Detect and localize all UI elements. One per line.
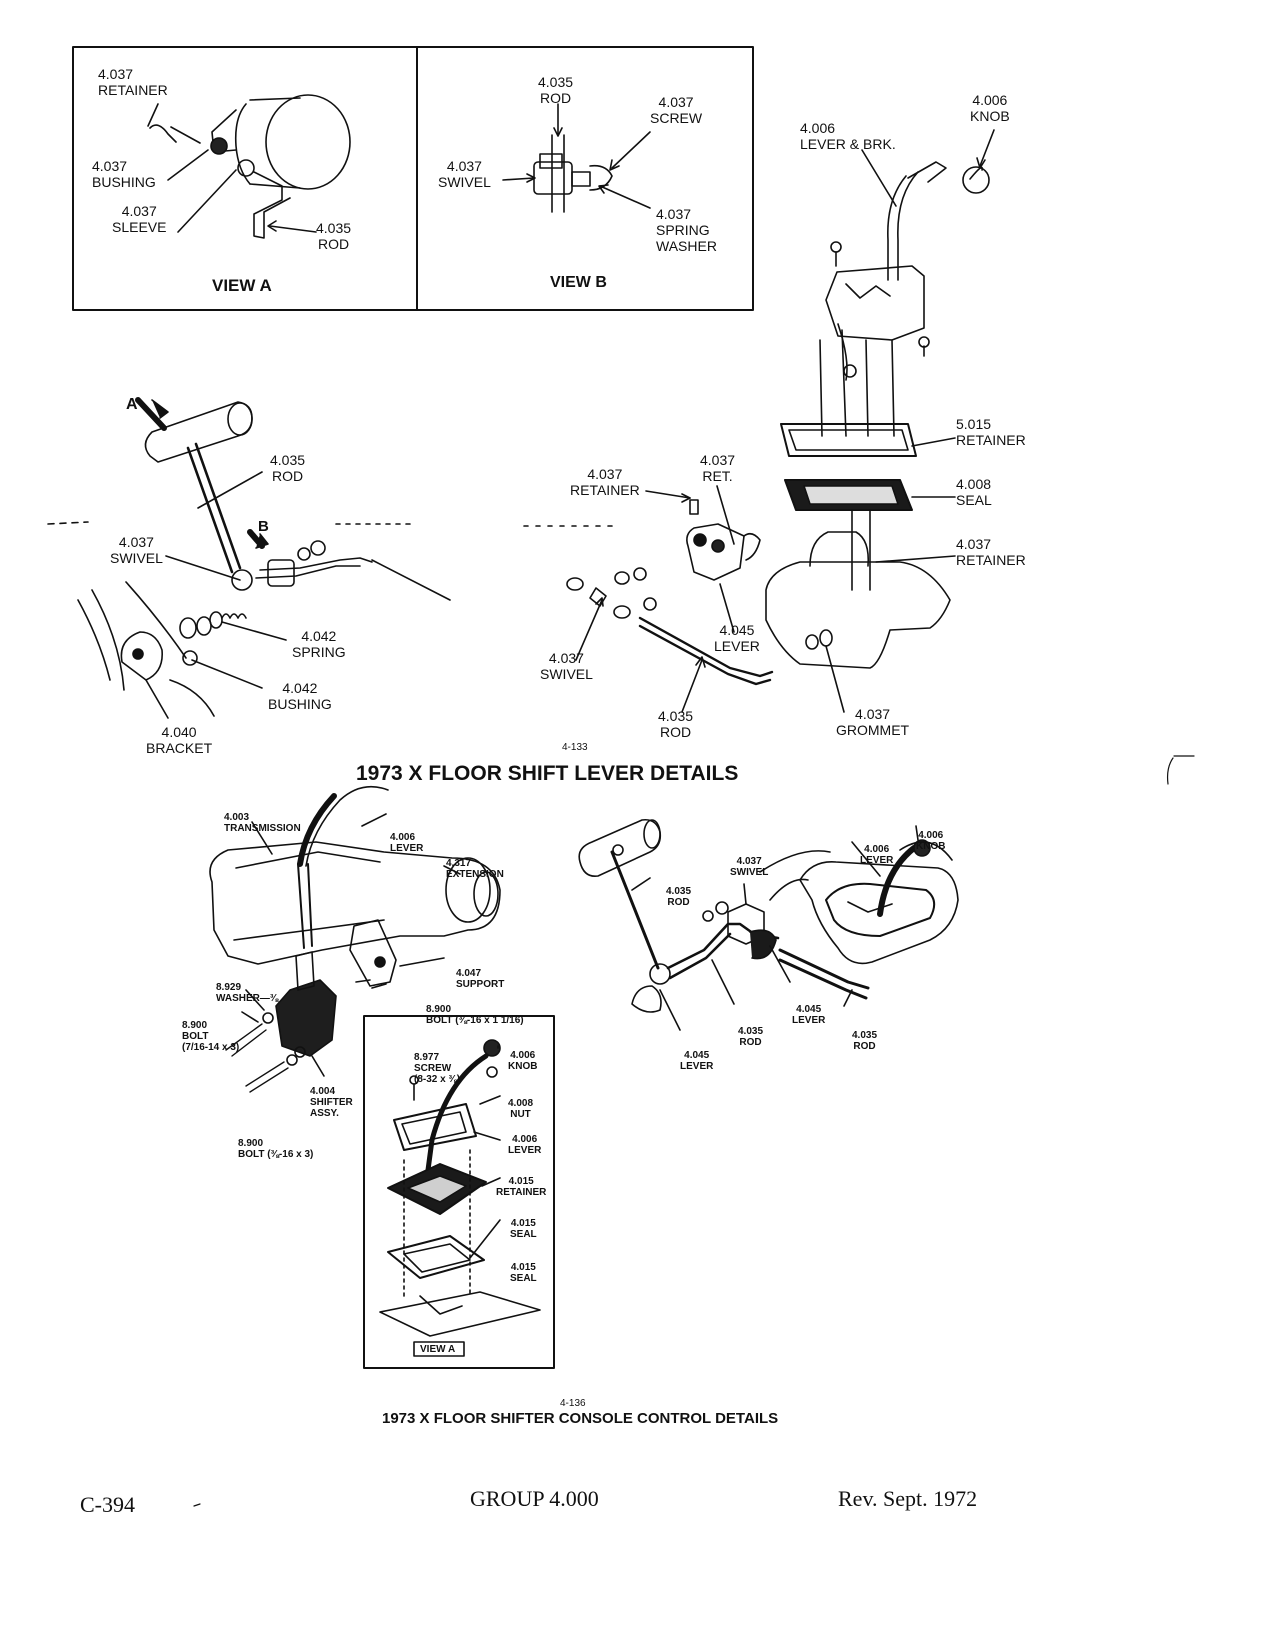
diagram2-title: 1973 X FLOOR SHIFTER CONSOLE CONTROL DET… [382, 1410, 779, 1427]
middle-linkage-art [48, 486, 844, 712]
label-retainer-5015: 5.015 RETAINER [956, 416, 1026, 448]
view-box-frame [73, 47, 753, 310]
label-washer: 8.929 WASHER—⅜ [216, 982, 279, 1004]
label-inset-seal-a: 4.015 SEAL [510, 1218, 537, 1240]
label-seal-4008: 4.008 SEAL [956, 476, 992, 508]
label-inset-retainer: 4.015 RETAINER [496, 1176, 547, 1198]
view-a-caption: VIEW A [212, 276, 272, 295]
label-view-a-retainer: 4.037 RETAINER [98, 66, 168, 98]
label-view-a-bushing: 4.037 BUSHING [92, 158, 156, 190]
label-bolt-b: 8.900 BOLT (⅜-16 x 1 1/16) [426, 1004, 524, 1026]
label-bracket: 4.040 BRACKET [146, 724, 213, 756]
label-retainer-right: 4.037 RETAINER [956, 536, 1026, 568]
view-a-art [148, 95, 350, 238]
label-rod-left: 4.035 ROD [270, 452, 306, 484]
label-lever-brk: 4.006 LEVER & BRK. [800, 120, 896, 152]
figure-number-2: 4-136 [560, 1398, 586, 1409]
inset-view-a-caption: VIEW A [420, 1344, 456, 1355]
label-view-b-spring-washer: 4.037 SPRING WASHER [656, 206, 717, 254]
label-view-b-swivel: 4.037 SWIVEL [438, 158, 491, 190]
label-view-a-sleeve: 4.037 SLEEVE [112, 203, 167, 235]
label-rod-mid: 4.035 ROD [658, 708, 694, 740]
label-inset-knob: 4.006 KNOB [508, 1050, 538, 1072]
label-view-b-rod: 4.035 ROD [538, 74, 574, 106]
label-swivel-left: 4.037 SWIVEL [110, 534, 163, 566]
label-inset-seal-b: 4.015 SEAL [510, 1262, 537, 1284]
label-support: 4.047 SUPPORT [456, 968, 505, 990]
label-retainer-mid: 4.037 RETAINER [570, 466, 640, 498]
label-bolt-c: 8.900 BOLT (⅜-16 x 3) [238, 1138, 314, 1160]
label-lever-4045: 4.045 LEVER [714, 622, 760, 654]
label-rod-b: 4.035 ROD [738, 1026, 764, 1048]
label-extension: 4.317 EXTENSION [446, 858, 504, 880]
label-rod-a: 4.035 ROD [666, 886, 692, 908]
scan-marks [194, 756, 1194, 1506]
label-swivel-4037: 4.037 SWIVEL [730, 856, 769, 878]
footer-group: GROUP 4.000 [470, 1486, 599, 1511]
label-right-lever: 4.006 LEVER [860, 844, 894, 866]
label-shifter-assy: 4.004 SHIFTER ASSY. [310, 1086, 353, 1119]
inset-frame-art [364, 1016, 554, 1368]
label-rod-c: 4.035 ROD [852, 1030, 878, 1052]
label-spring: 4.042 SPRING [292, 628, 346, 660]
label-inset-screw: 8.977 SCREW (8-32 x ⅜) [414, 1052, 461, 1085]
label-bushing: 4.042 BUSHING [268, 680, 332, 712]
label-lever-4006: 4.006 LEVER [390, 832, 424, 854]
label-inset-nut: 4.008 NUT [508, 1098, 534, 1120]
lower-right-linkage-art [579, 820, 958, 1030]
main-column-art [766, 130, 994, 668]
transmission-art [210, 787, 500, 1092]
label-lever-4045-a: 4.045 LEVER [792, 1004, 826, 1026]
label-lever-4045-b: 4.045 LEVER [680, 1050, 714, 1072]
diagram1-title: 1973 X FLOOR SHIFT LEVER DETAILS [356, 762, 739, 785]
label-transmission: 4.003 TRANSMISSION [224, 812, 301, 834]
footer-page-number: C-394 [80, 1492, 135, 1517]
label-right-knob: 4.006 KNOB [916, 830, 946, 852]
label-inset-lever: 4.006 LEVER [508, 1134, 542, 1156]
label-grommet: 4.037 GROMMET [836, 706, 910, 738]
label-swivel-mid: 4.037 SWIVEL [540, 650, 593, 682]
label-view-b-screw: 4.037 SCREW [650, 94, 703, 126]
callout-b: B [258, 518, 269, 535]
figure-number-1: 4-133 [562, 742, 588, 753]
label-bolt-a: 8.900 BOLT (7/16-14 x 3) [182, 1020, 240, 1053]
view-b-art [503, 104, 650, 212]
footer-revision: Rev. Sept. 1972 [838, 1486, 978, 1511]
callout-a: A [126, 396, 138, 413]
view-b-caption: VIEW B [550, 274, 607, 291]
left-linkage-art [78, 400, 450, 718]
label-knob: 4.006 KNOB [970, 92, 1010, 124]
label-view-a-rod: 4.035 ROD [316, 220, 352, 252]
label-ret: 4.037 RET. [700, 452, 736, 484]
